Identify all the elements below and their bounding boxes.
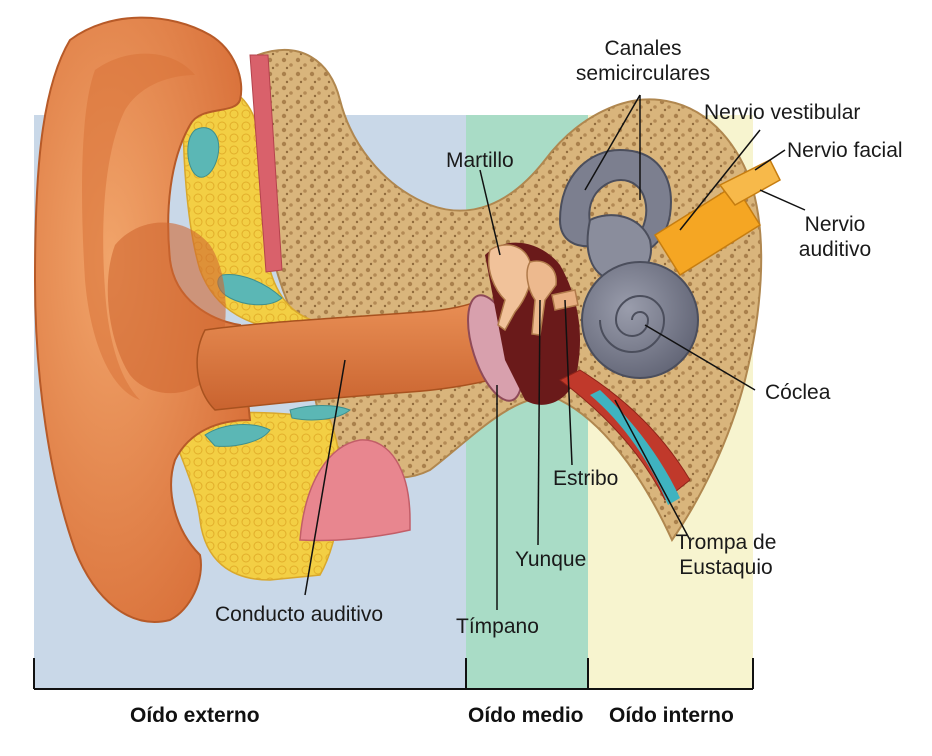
- section-oido-medio: Oído medio: [468, 704, 584, 728]
- label-coclea: Cóclea: [765, 380, 830, 405]
- label-nervio-facial: Nervio facial: [787, 138, 903, 163]
- label-yunque: Yunque: [515, 547, 586, 572]
- section-oido-interno: Oído interno: [609, 704, 734, 728]
- section-oido-externo: Oído externo: [130, 704, 260, 728]
- label-canales-semicirculares: Canales semicirculares: [568, 36, 718, 86]
- label-nervio-auditivo: Nervio auditivo: [790, 212, 880, 262]
- label-conducto-auditivo: Conducto auditivo: [215, 602, 383, 627]
- label-estribo: Estribo: [553, 466, 618, 491]
- label-martillo: Martillo: [446, 148, 514, 173]
- leader-auditivo: [760, 190, 805, 210]
- label-trompa-de-eustaquio: Trompa de Eustaquio: [664, 530, 788, 580]
- label-nervio-vestibular: Nervio vestibular: [704, 100, 860, 125]
- label-timpano: Tímpano: [456, 614, 539, 639]
